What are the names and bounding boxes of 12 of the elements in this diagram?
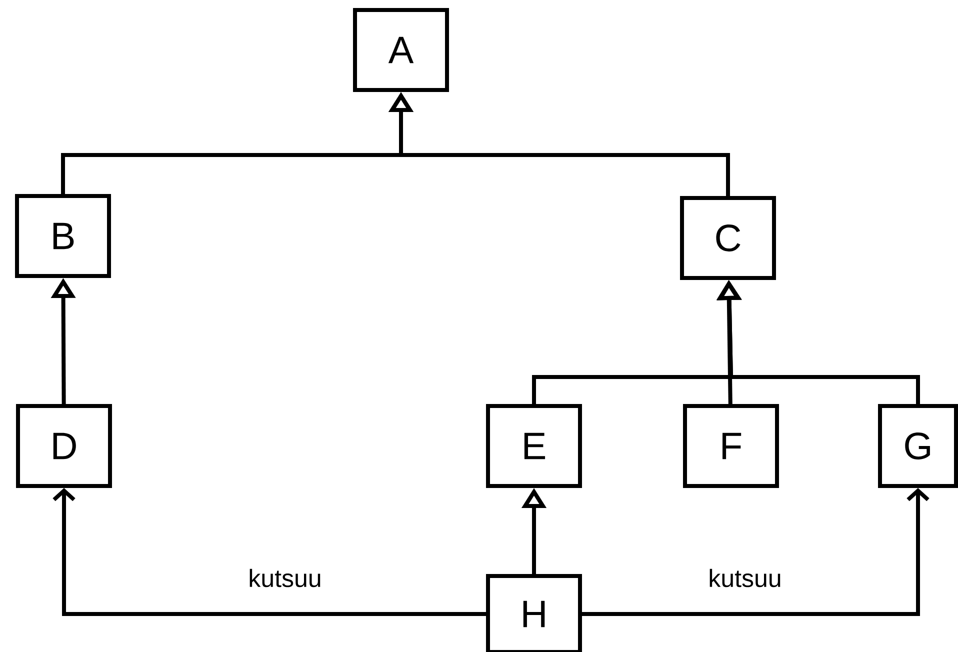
class-box: A [353, 8, 449, 92]
class-box: F [683, 404, 779, 488]
class-box: E [486, 404, 582, 488]
class-box: C [680, 196, 776, 280]
class-box: B [15, 194, 111, 278]
arrow [582, 488, 930, 616]
edge-label: kutsuu [706, 566, 784, 590]
arrow [52, 488, 486, 616]
edge-label: kutsuu [246, 566, 324, 590]
class-box: G [878, 404, 958, 488]
class-box: D [16, 404, 112, 488]
class-box: H [486, 574, 582, 652]
